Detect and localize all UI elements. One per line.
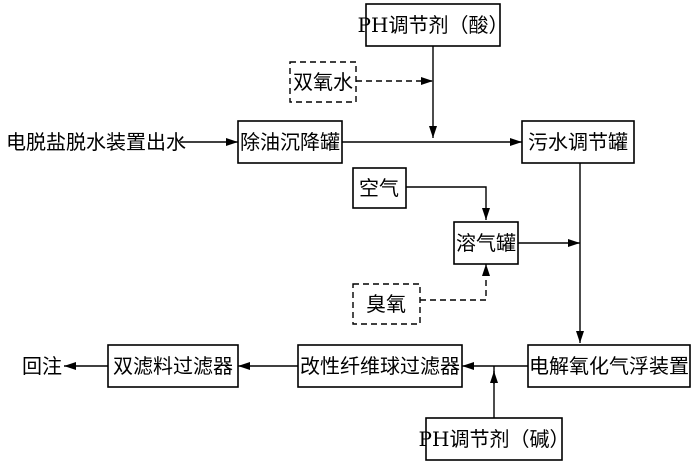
node-dissolved-air-tank: 溶气罐	[453, 221, 519, 265]
node-air: 空气	[352, 167, 407, 209]
node-reinjection-label: 回注	[22, 354, 62, 378]
node-electrolytic-flotation: 电解氧化气浮装置	[527, 344, 691, 388]
node-dual-media-filter: 双滤料过滤器	[107, 344, 239, 388]
connector-ozone	[420, 264, 490, 301]
node-ph-acid: PH调节剂（酸）	[358, 3, 509, 47]
node-ph-acid-label: PH调节剂（酸）	[358, 13, 509, 37]
node-hydrogen-peroxide: 双氧水	[289, 61, 357, 103]
node-oil-settling-tank-label: 除油沉降罐	[240, 130, 340, 154]
node-sewage-adjust-tank-label: 污水调节罐	[528, 130, 628, 154]
node-reinjection: 回注	[22, 354, 62, 378]
node-sewage-adjust-tank: 污水调节罐	[521, 120, 635, 164]
node-fiber-ball-filter: 改性纤维球过滤器	[297, 344, 463, 388]
node-ph-base-label: PH调节剂（碱）	[419, 427, 570, 451]
node-desalted-water-label: 电脱盐脱水装置出水	[6, 130, 186, 154]
node-dual-media-filter-label: 双滤料过滤器	[113, 354, 233, 378]
node-dissolved-air-tank-label: 溶气罐	[456, 231, 516, 255]
connector-air	[406, 186, 490, 220]
node-fiber-ball-filter-label: 改性纤维球过滤器	[300, 354, 460, 378]
node-ozone: 臭氧	[352, 283, 421, 325]
node-hydrogen-peroxide-label: 双氧水	[293, 70, 353, 94]
node-desalted-water: 电脱盐脱水装置出水	[6, 130, 186, 154]
node-electrolytic-flotation-label: 电解氧化气浮装置	[529, 354, 689, 378]
node-air-label: 空气	[359, 176, 399, 200]
node-oil-settling-tank: 除油沉降罐	[237, 120, 343, 164]
node-ph-base: PH调节剂（碱）	[419, 417, 570, 461]
node-ozone-label: 臭氧	[366, 292, 406, 316]
